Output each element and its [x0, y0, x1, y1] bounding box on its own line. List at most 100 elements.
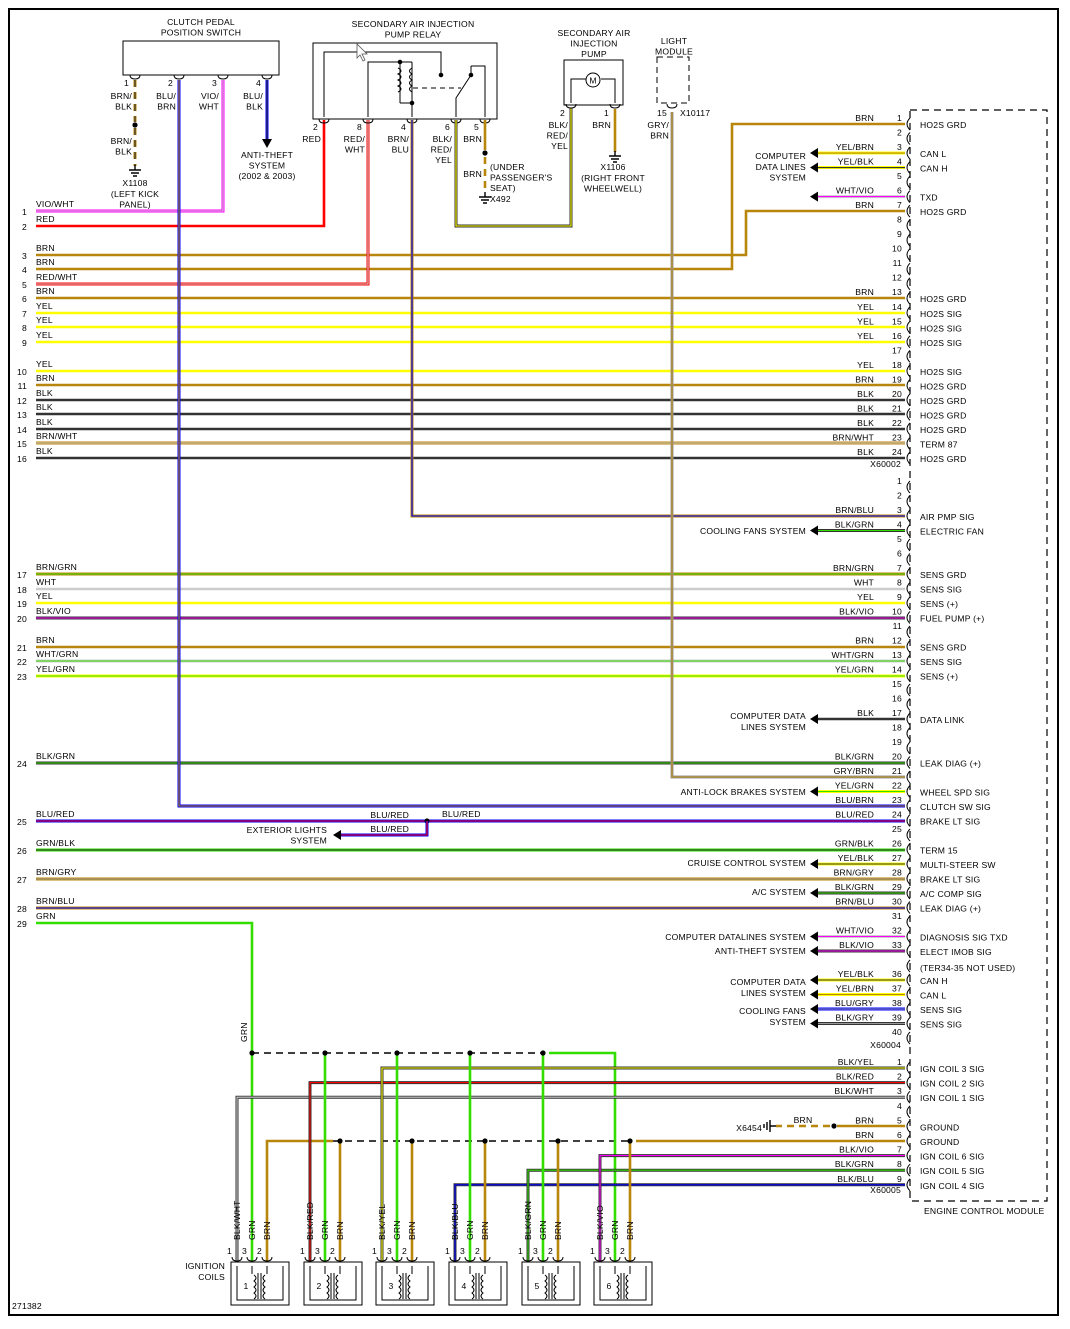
air-pump-signal-wire[interactable]	[410, 120, 905, 518]
ecm-pin-icon	[906, 1017, 911, 1030]
pin-number: 3	[212, 78, 217, 88]
ecm-pin-icon	[906, 262, 911, 276]
harness-wire-5[interactable]	[36, 120, 370, 286]
harness-wire-color: BRN/GRN	[36, 562, 77, 572]
harness-wire-number: 4	[22, 265, 27, 275]
ecm-pin-icon	[906, 872, 911, 885]
coil-wire-label: GRN	[538, 1220, 548, 1240]
harness-wire-1[interactable]	[36, 80, 225, 213]
harness-wire-4[interactable]	[36, 122, 905, 271]
ecm-pin-icon	[906, 349, 911, 363]
harness-wire-color: BLU/RED	[36, 809, 75, 819]
harness-wire-color: BRN	[36, 243, 55, 253]
ecm-pin-number: 32	[892, 926, 902, 936]
exterior-lights-branch-wire[interactable]	[341, 821, 429, 837]
ecm-pin-number: 6	[897, 186, 902, 196]
system-label: DATA LINES	[756, 162, 806, 172]
ecm-pin-function: SENS GRD	[920, 643, 967, 653]
coil-number: 2	[317, 1281, 322, 1291]
ecm-pin-wire-color: WHT/VIO	[836, 926, 874, 936]
splice-label: BLU/RED	[370, 824, 409, 834]
ecm-pin-number: 6	[897, 549, 902, 559]
ecm-pin-icon	[906, 857, 911, 871]
coil-number: 5	[535, 1281, 540, 1291]
connector-pin-icon	[479, 1256, 491, 1262]
harness-wire-29[interactable]	[36, 921, 254, 1262]
light-module-title: LIGHT	[661, 36, 688, 46]
ecm-pin-icon	[906, 335, 911, 349]
connector-pin-icon	[464, 1256, 476, 1262]
coil-pin-number: 2	[548, 1246, 553, 1256]
ecm-pin-number: 37	[892, 984, 902, 994]
arrow-left-icon	[810, 1018, 818, 1029]
ecm-pin-wire-color: BLK	[857, 447, 874, 457]
pin-wire-color: BRN	[650, 131, 669, 141]
coil-pin-number: 3	[605, 1246, 610, 1256]
ecm-pin-icon	[906, 248, 911, 262]
pin-number: 2	[313, 122, 318, 132]
ecm-pin-wire-color: BLK	[857, 418, 874, 428]
coil-pin-number: 3	[460, 1246, 465, 1256]
harness-wire-3[interactable]	[36, 209, 905, 257]
coil-pin-number: 2	[257, 1246, 262, 1256]
ecm-pin-function: HO2S SIG	[920, 323, 962, 333]
harness-wire-number: 19	[17, 599, 27, 609]
harness-wire-number: 13	[17, 410, 27, 420]
harness-wire-color: YEL	[36, 591, 53, 601]
ecm-pin-function: ELECT IMOB SIG	[920, 947, 992, 957]
ecm-pin-function: HO2S SIG	[920, 338, 962, 348]
ecm-pin-icon	[906, 611, 911, 624]
ecm-pin-number: 10	[892, 244, 902, 254]
light-module-wire[interactable]	[670, 112, 905, 779]
ecm-pin-wire-color: BRN	[855, 287, 874, 297]
ground-wire-color: BRN	[794, 1115, 813, 1125]
ecm-pin-number: 12	[892, 636, 902, 646]
arrow-left-icon	[810, 786, 818, 797]
connector-pin-icon	[129, 74, 141, 80]
ecm-pin-icon	[906, 785, 911, 798]
connector-pin-icon	[334, 1256, 346, 1262]
coil-1-signal-wire[interactable]	[235, 1095, 905, 1262]
ecm-pin-wire-color: BLU/RED	[835, 810, 874, 820]
pin-wire-color: BRN/	[111, 91, 133, 101]
harness-wire-2[interactable]	[36, 120, 326, 228]
ecm-pin-icon	[906, 219, 911, 232]
ecm-pin-number: 7	[897, 1145, 902, 1155]
ecm-pin-number: 25	[892, 824, 902, 834]
air-pump-title: PUMP	[581, 49, 607, 59]
coil-5-signal-wire[interactable]	[526, 1168, 905, 1262]
connector-id: X60005	[870, 1185, 901, 1195]
coil-6-signal-wire[interactable]	[598, 1154, 905, 1262]
air-pump-feed-wire[interactable]	[454, 108, 573, 228]
coil-6-power-wire[interactable]	[549, 1051, 617, 1262]
relay-schematic	[323, 51, 486, 117]
ecm-pin-wire-color: BLU/GRY	[835, 998, 874, 1008]
pin-wire-color: RED/	[547, 131, 569, 141]
ground-location: WHEELWELL)	[584, 184, 642, 194]
ecm-pin-number: 33	[892, 940, 902, 950]
ecm-pin-wire-color: BRN	[855, 636, 874, 646]
pin-wire-color: BLU	[392, 145, 409, 155]
ecm-pin-function: HO2S GRD	[920, 294, 967, 304]
ecm-pin-wire-color: BRN/BLU	[835, 897, 874, 907]
ecm-pin-icon	[906, 930, 911, 943]
ecm-pin-icon	[906, 944, 911, 958]
ground-wire-color: BRN/	[111, 136, 133, 146]
coil-3-signal-wire[interactable]	[380, 1066, 905, 1262]
splice-dot	[394, 1050, 400, 1056]
ecm-pin-icon	[906, 495, 911, 508]
coil-4-signal-wire[interactable]	[453, 1183, 905, 1262]
ecm-pin-number: 16	[892, 694, 902, 704]
mouse-cursor-icon	[356, 43, 368, 62]
harness-wire-number: 8	[22, 323, 27, 333]
ecm-pin-wire-color: BRN	[855, 374, 874, 384]
connector-pin-icon	[624, 1256, 636, 1262]
coil-2-signal-wire[interactable]	[308, 1081, 905, 1262]
air-pump-title: INJECTION	[570, 39, 617, 49]
coil-1-ground-wire[interactable]	[265, 1139, 333, 1262]
clutch-signal-wire[interactable]	[177, 80, 905, 808]
arrow-left-icon	[333, 830, 341, 840]
ecm-pin-wire-color: BLK/GRN	[835, 882, 874, 892]
harness-wire-number: 5	[22, 280, 27, 290]
